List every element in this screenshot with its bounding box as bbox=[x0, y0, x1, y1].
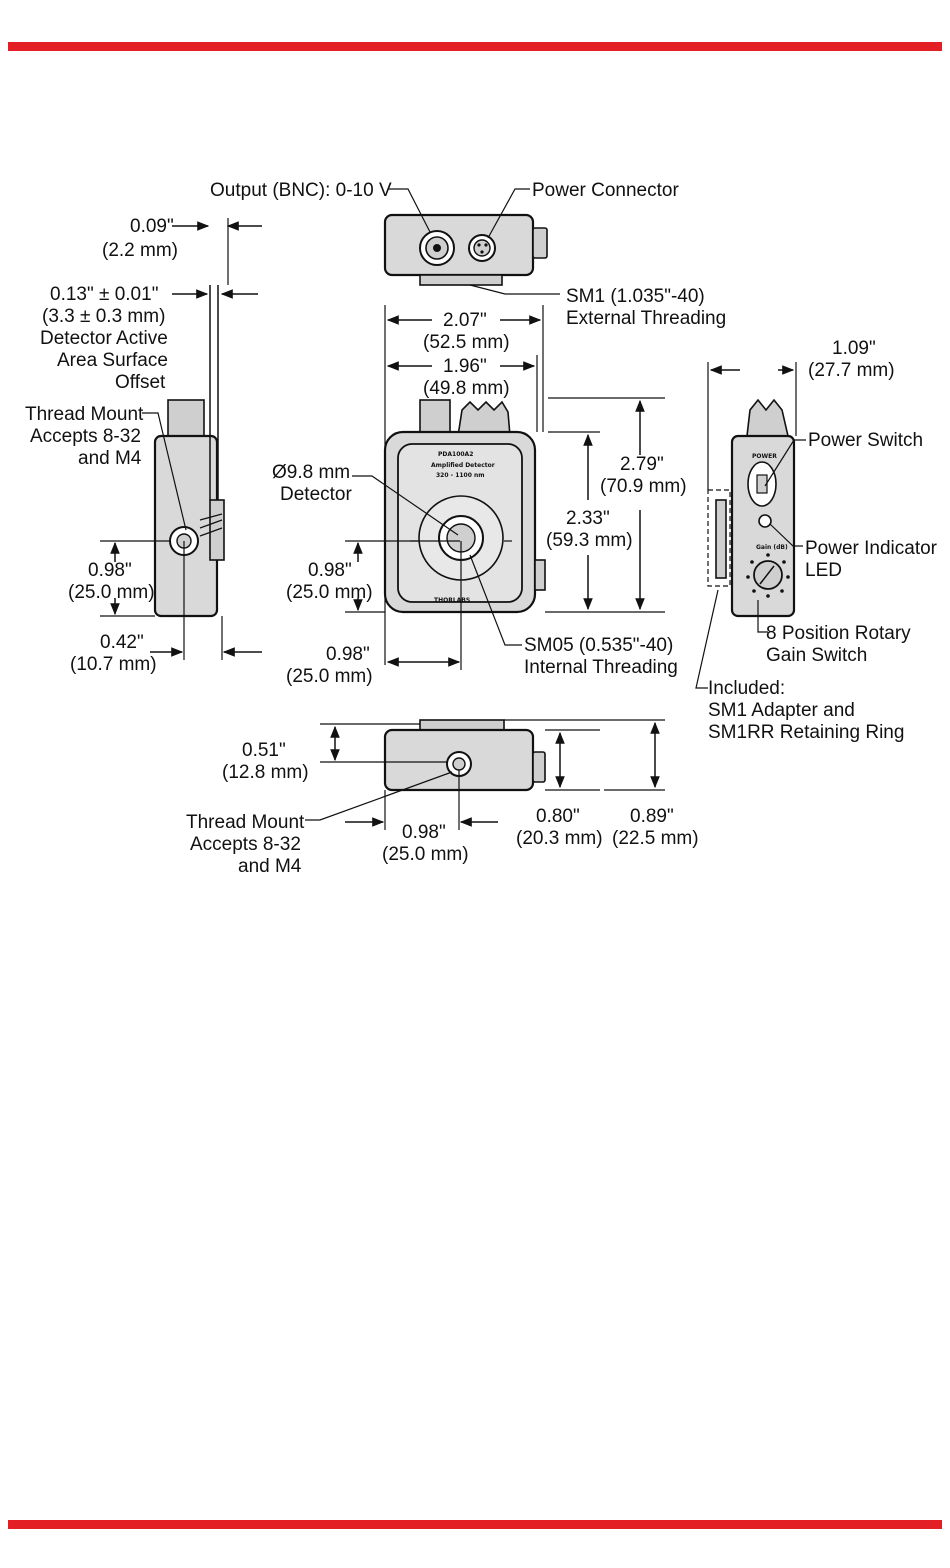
dim-0-09-inch: 0.09" bbox=[130, 216, 174, 237]
bottom-dim-0-80-mm: (20.3 mm) bbox=[516, 828, 603, 849]
front-horiz-0-98-mm: (25.0 mm) bbox=[286, 666, 373, 687]
dim-0-09-mm: (2.2 mm) bbox=[102, 240, 178, 261]
front-view bbox=[383, 399, 546, 614]
side-dim-0-42-mm: (10.7 mm) bbox=[70, 654, 157, 675]
side-dim-0-98-inch: 0.98" bbox=[88, 560, 132, 581]
dim-0-13-mm: (3.3 ± 0.3 mm) bbox=[42, 306, 165, 327]
bottom-dim-0-51-inch: 0.51" bbox=[242, 740, 286, 761]
detector-active-line2: Area Surface bbox=[57, 350, 168, 371]
bottom-thread-line1: Thread Mount bbox=[186, 812, 305, 833]
gain-print: Gain (dB) bbox=[756, 544, 788, 551]
dim-0-13-inch: 0.13" ± 0.01" bbox=[50, 284, 158, 305]
depth-1-09-mm: (27.7 mm) bbox=[808, 360, 895, 381]
front-horiz-0-98-inch: 0.98" bbox=[326, 644, 370, 665]
height-2-79-mm: (70.9 mm) bbox=[600, 476, 687, 497]
power-switch-label: Power Switch bbox=[808, 430, 923, 451]
bottom-thread-line3: and M4 bbox=[238, 856, 302, 877]
included-line2: SM1 Adapter and bbox=[708, 700, 855, 721]
gain-switch-line1: 8 Position Rotary bbox=[766, 623, 911, 644]
detector-diameter-line2: Detector bbox=[280, 484, 352, 505]
top-accent-bar bbox=[8, 42, 942, 51]
front-width-1-96-mm: (49.8 mm) bbox=[423, 378, 510, 399]
power-led-line1: Power Indicator bbox=[805, 538, 938, 559]
device-range-print: 320 - 1100 nm bbox=[436, 472, 485, 479]
sm05-label-line2: Internal Threading bbox=[524, 657, 678, 678]
included-line1: Included: bbox=[708, 678, 785, 699]
bottom-dim-0-89-inch: 0.89" bbox=[630, 806, 674, 827]
output-bnc-label: Output (BNC): 0-10 V bbox=[210, 180, 392, 201]
bottom-view bbox=[383, 719, 546, 792]
bottom-dim-0-89-mm: (22.5 mm) bbox=[612, 828, 699, 849]
front-vert-0-98-mm: (25.0 mm) bbox=[286, 582, 373, 603]
height-2-79-inch: 2.79" bbox=[620, 454, 664, 475]
power-print: POWER bbox=[752, 453, 777, 460]
thread-mount-line3: and M4 bbox=[78, 448, 142, 469]
side-dim-0-98-mm: (25.0 mm) bbox=[68, 582, 155, 603]
left-side-view bbox=[153, 285, 225, 618]
sm05-label-line1: SM05 (0.535"-40) bbox=[524, 635, 673, 656]
top-view bbox=[383, 213, 548, 286]
detector-active-line1: Detector Active bbox=[40, 328, 168, 349]
front-width-2-07-inch: 2.07" bbox=[443, 310, 487, 331]
detector-diameter-line1: Ø9.8 mm bbox=[272, 462, 350, 483]
height-2-33-inch: 2.33" bbox=[566, 508, 610, 529]
detector-active-line3: Offset bbox=[115, 372, 166, 393]
front-width-1-96-inch: 1.96" bbox=[443, 356, 487, 377]
bottom-thread-line2: Accepts 8-32 bbox=[190, 834, 301, 855]
front-width-2-07-mm: (52.5 mm) bbox=[423, 332, 510, 353]
side-dim-0-42-inch: 0.42" bbox=[100, 632, 144, 653]
bottom-dim-0-98-mm: (25.0 mm) bbox=[382, 844, 469, 865]
bottom-dim-0-98-inch: 0.98" bbox=[402, 822, 446, 843]
included-line3: SM1RR Retaining Ring bbox=[708, 722, 904, 743]
device-name-print: Amplified Detector bbox=[431, 462, 495, 469]
front-vert-0-98-inch: 0.98" bbox=[308, 560, 352, 581]
sm1-label-line1: SM1 (1.035"-40) bbox=[566, 286, 705, 307]
bottom-dim-0-51-mm: (12.8 mm) bbox=[222, 762, 309, 783]
power-led-line2: LED bbox=[805, 560, 842, 581]
right-side-view bbox=[707, 398, 796, 618]
depth-1-09-inch: 1.09" bbox=[832, 338, 876, 359]
gain-switch-line2: Gain Switch bbox=[766, 645, 867, 666]
bottom-accent-bar bbox=[8, 1520, 942, 1529]
device-brand-print: THORLABS bbox=[434, 597, 470, 604]
height-2-33-mm: (59.3 mm) bbox=[546, 530, 633, 551]
thread-mount-line2: Accepts 8-32 bbox=[30, 426, 141, 447]
sm1-label-line2: External Threading bbox=[566, 308, 726, 329]
power-connector-label: Power Connector bbox=[532, 180, 679, 201]
device-model-print: PDA100A2 bbox=[438, 451, 473, 458]
bottom-dim-0-80-inch: 0.80" bbox=[536, 806, 580, 827]
thread-mount-line1: Thread Mount bbox=[25, 404, 144, 425]
